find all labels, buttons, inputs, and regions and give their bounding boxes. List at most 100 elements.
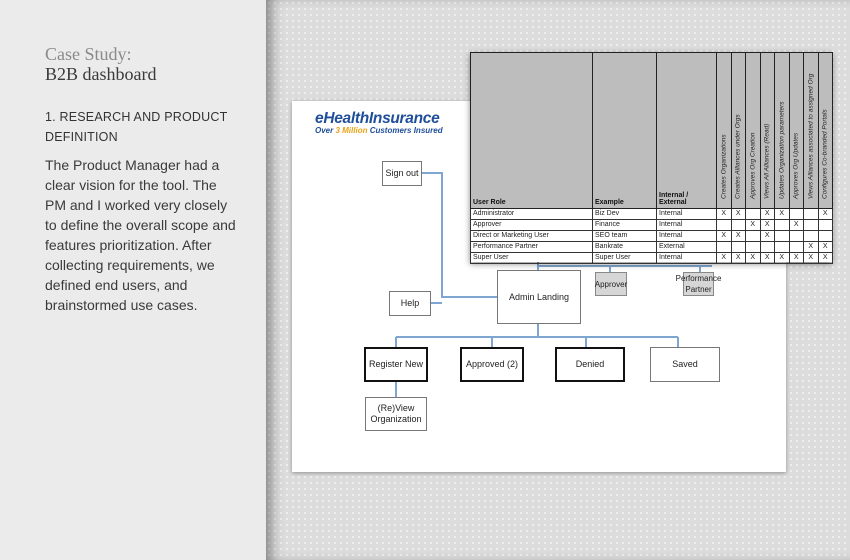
cell-permission-mark: X xyxy=(745,219,761,231)
cell-permission-mark xyxy=(803,230,819,242)
cell-permission-mark: X xyxy=(716,230,732,242)
header-internal-external: Internal / External xyxy=(656,52,717,209)
approver-node: Approver xyxy=(595,272,627,296)
section-heading: 1. RESEARCH AND PRODUCT DEFINITION xyxy=(45,110,228,144)
cell-permission-mark xyxy=(774,219,790,231)
header-permission-label: Creates Organizations xyxy=(720,134,728,199)
header-permission-label: Approves Org Updates xyxy=(792,132,800,199)
ehealth-logo: eHealthInsurance xyxy=(315,110,440,127)
cell-role: Approver xyxy=(470,219,593,231)
cell-permission-mark: X xyxy=(788,219,804,231)
connector-lines xyxy=(395,172,712,397)
user-role-table: User Role Example Internal / External Cr… xyxy=(470,52,833,264)
header-permission-label: Approves Org Creation xyxy=(749,132,757,199)
cell-permission-mark xyxy=(788,230,804,242)
header-permission-wrap: Approves Org Creation xyxy=(746,54,760,208)
cell-role: Administrator xyxy=(470,208,593,220)
cell-role: Super User xyxy=(470,252,593,264)
help-node: Help xyxy=(389,291,431,316)
header-permission-wrap: Updates Organization parameters xyxy=(775,54,789,208)
admin-landing-node: Admin Landing xyxy=(497,270,581,324)
cell-permission-mark xyxy=(745,230,761,242)
cell-permission-mark: X xyxy=(803,252,819,264)
case-study-title: B2B dashboard xyxy=(45,64,157,84)
register-new-node: Register New xyxy=(364,347,428,382)
cell-example: Bankrate xyxy=(592,241,657,253)
cell-permission-mark: X xyxy=(774,252,790,264)
cell-permission-mark xyxy=(716,219,732,231)
cell-permission-mark: X xyxy=(745,252,761,264)
cell-example: Finance xyxy=(592,219,657,231)
header-permission: Approves Org Creation xyxy=(745,52,761,209)
cell-permission-mark xyxy=(730,219,746,231)
header-permission-label: Creates Alliances under Orgs xyxy=(734,114,742,199)
cell-permission-mark xyxy=(788,241,804,253)
cell-internal-external: Internal xyxy=(656,208,717,220)
cell-permission-mark xyxy=(774,230,790,242)
cell-permission-mark: X xyxy=(716,208,732,220)
saved-node: Saved xyxy=(650,347,720,382)
denied-node: Denied xyxy=(555,347,625,382)
approved-node: Approved (2) xyxy=(460,347,524,382)
cell-permission-mark: X xyxy=(759,208,775,220)
cell-permission-mark xyxy=(803,208,819,220)
review-organization-node: (Re)View Organization xyxy=(365,397,427,431)
header-permission: Creates Alliances under Orgs xyxy=(730,52,746,209)
cell-internal-external: Internal xyxy=(656,219,717,231)
permissions-table: User Role Example Internal / External Cr… xyxy=(470,52,833,264)
cell-example: Biz Dev xyxy=(592,208,657,220)
header-permission: Views All Alliances (Read) xyxy=(759,52,775,209)
header-permission-wrap: Views Alliances associated to assigned O… xyxy=(804,54,818,208)
header-permission-wrap: Approves Org Updates xyxy=(790,54,804,208)
cell-permission-mark xyxy=(817,230,833,242)
performance-partner-node: Performance Partner xyxy=(675,272,722,296)
header-permission-label: Updates Organization parameters xyxy=(778,101,786,199)
header-permission: Creates Organizations xyxy=(716,52,732,209)
header-user-role: User Role xyxy=(470,52,593,209)
cell-permission-mark: X xyxy=(817,241,833,253)
cell-role: Performance Partner xyxy=(470,241,593,253)
cell-permission-mark xyxy=(817,219,833,231)
cell-example: Super User xyxy=(592,252,657,264)
cell-permission-mark: X xyxy=(774,208,790,220)
cell-permission-mark: X xyxy=(716,252,732,264)
header-permission-wrap: Creates Alliances under Orgs xyxy=(732,54,746,208)
cell-permission-mark xyxy=(803,219,819,231)
section-body: The Product Manager had a clear vision f… xyxy=(45,157,236,313)
cell-permission-mark: X xyxy=(759,252,775,264)
cell-permission-mark: X xyxy=(759,219,775,231)
cell-permission-mark xyxy=(716,241,732,253)
cell-permission-mark xyxy=(730,241,746,253)
header-permission: Approves Org Updates xyxy=(788,52,804,209)
header-permission-label: Views Alliances associated to assigned O… xyxy=(807,73,815,199)
cell-role: Direct or Marketing User xyxy=(470,230,593,242)
header-example: Example xyxy=(592,52,657,209)
header-permission-label: Views All Alliances (Read) xyxy=(763,123,771,199)
cell-permission-mark xyxy=(745,241,761,253)
case-study-label: Case Study: xyxy=(45,44,132,64)
header-permission-wrap: Views All Alliances (Read) xyxy=(761,54,775,208)
cell-permission-mark: X xyxy=(817,208,833,220)
cell-internal-external: Internal xyxy=(656,252,717,264)
cell-permission-mark xyxy=(788,208,804,220)
header-permission: Views Alliances associated to assigned O… xyxy=(803,52,819,209)
logo-tagline: Over 3 Million Customers Insured xyxy=(315,126,443,135)
cell-permission-mark xyxy=(745,208,761,220)
header-permission-wrap: Configures Co-branded Portals xyxy=(819,54,833,208)
cell-permission-mark: X xyxy=(730,208,746,220)
cell-example: SEO team xyxy=(592,230,657,242)
sign-out-node: Sign out xyxy=(382,161,422,186)
cell-permission-mark: X xyxy=(788,252,804,264)
header-permission-wrap: Creates Organizations xyxy=(717,54,731,208)
cell-permission-mark: X xyxy=(817,252,833,264)
cell-permission-mark: X xyxy=(730,230,746,242)
header-permission-label: Configures Co-branded Portals xyxy=(821,109,829,199)
cell-permission-mark: X xyxy=(803,241,819,253)
cell-permission-mark xyxy=(774,241,790,253)
cell-permission-mark xyxy=(759,241,775,253)
